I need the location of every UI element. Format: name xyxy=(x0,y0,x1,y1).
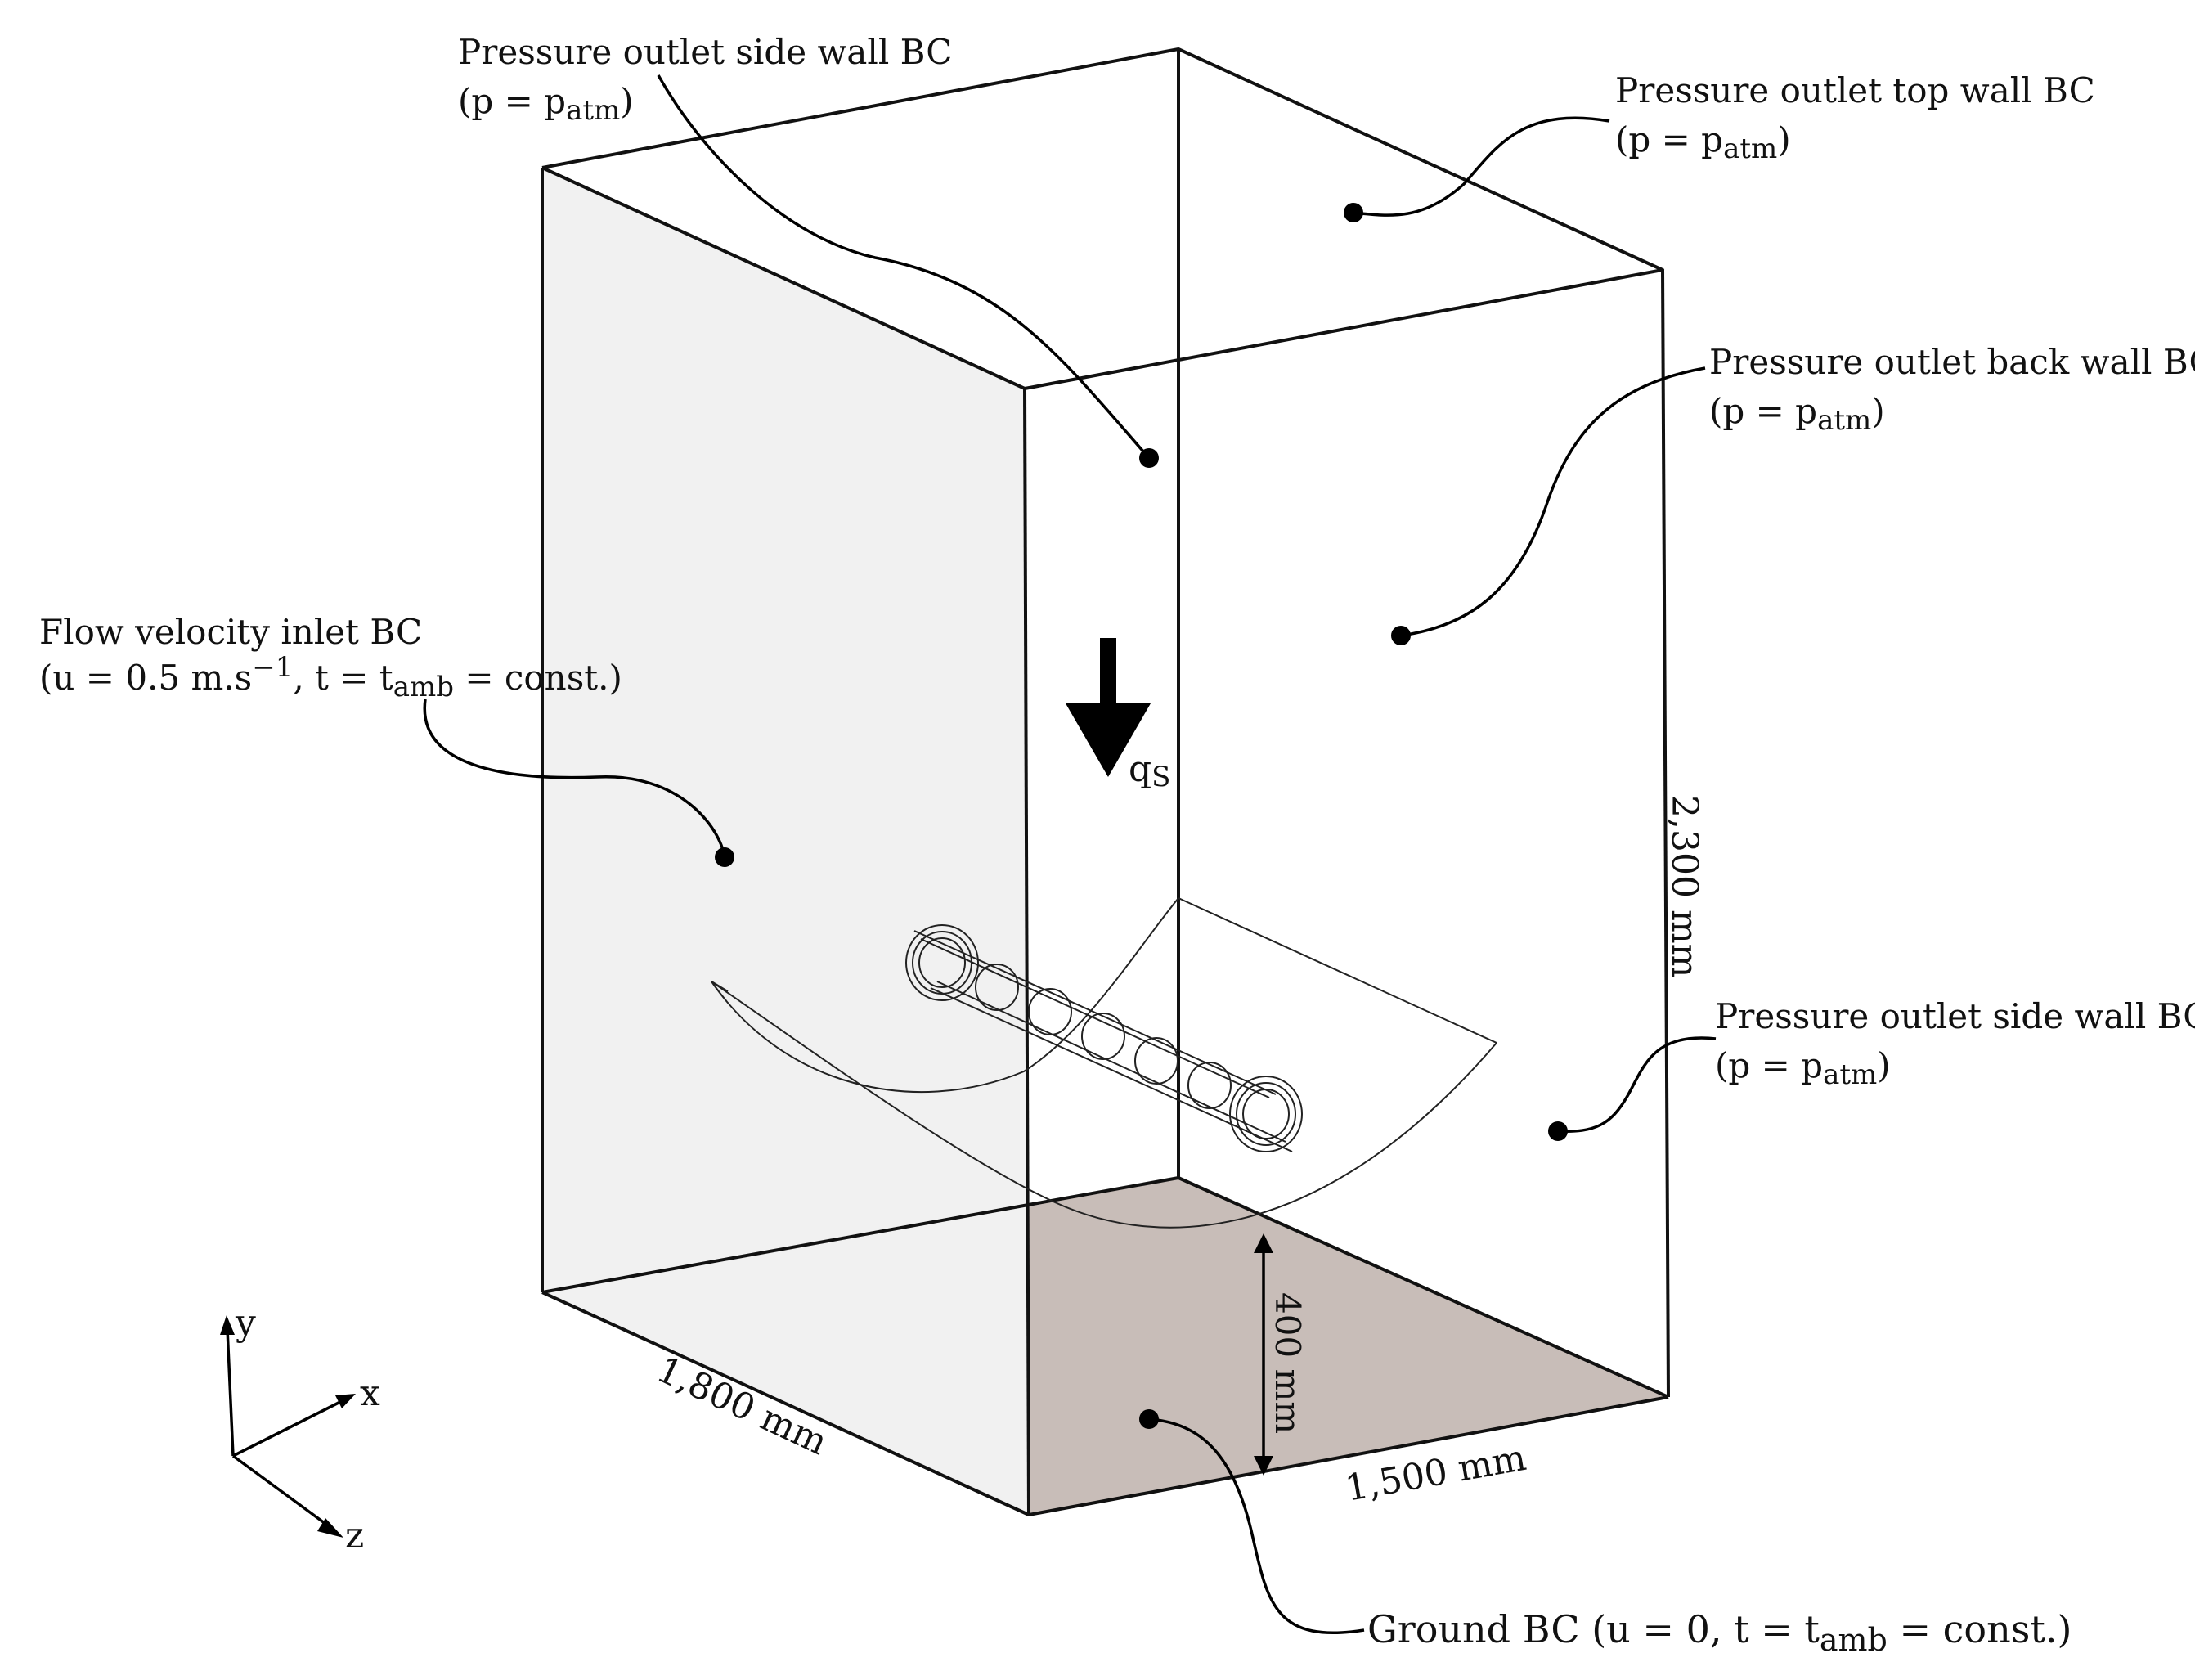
label-side-wall-right: Pressure outlet side wall BC (p = patm) xyxy=(1715,996,2195,1091)
coordinate-axes xyxy=(220,1315,356,1538)
leader-side-wall-right xyxy=(1548,1036,1717,1141)
label-side-wall-top: Pressure outlet side wall BC (p = patm) xyxy=(458,32,952,127)
label-top-wall: Pressure outlet top wall BC (p = patm) xyxy=(1615,70,2095,165)
svg-text:Pressure outlet side wall BC: Pressure outlet side wall BC xyxy=(1715,996,2195,1036)
svg-text:(u = 0.5 m.s−1, t = tamb = con: (u = 0.5 m.s−1, t = tamb = const.) xyxy=(39,651,622,703)
svg-text:(p = patm): (p = patm) xyxy=(1715,1045,1891,1091)
svg-text:Pressure outlet top wall BC: Pressure outlet top wall BC xyxy=(1615,70,2095,110)
height-dimension-label: 2,300 mm xyxy=(1663,795,1705,977)
solar-flux-label: qS xyxy=(1129,748,1170,793)
svg-text:(p = patm): (p = patm) xyxy=(1709,391,1885,437)
leader-back-wall xyxy=(1391,366,1706,645)
axis-z-label: z xyxy=(345,1515,364,1556)
svg-text:Flow velocity inlet BC: Flow velocity inlet BC xyxy=(39,612,422,652)
svg-text:(p = patm): (p = patm) xyxy=(458,81,634,127)
label-inlet: Flow velocity inlet BC (u = 0.5 m.s−1, t… xyxy=(39,612,622,703)
svg-text:(p = patm): (p = patm) xyxy=(1615,119,1791,165)
label-back-wall: Pressure outlet back wall BC (p = patm) xyxy=(1709,342,2195,437)
axis-x-label: x xyxy=(360,1372,380,1414)
solar-flux-arrow xyxy=(1066,638,1151,777)
inlet-wall-face xyxy=(542,168,1029,1515)
domain-box xyxy=(541,47,1670,1516)
absorber-tube xyxy=(905,924,1303,1152)
leader-top-wall xyxy=(1344,116,1610,222)
clearance-label: 400 mm xyxy=(1268,1292,1308,1434)
parabolic-trough xyxy=(711,897,1497,1229)
leader-ground xyxy=(1139,1409,1365,1635)
label-ground: Ground BC (u = 0, t = tamb = const.) xyxy=(1367,1607,2072,1658)
svg-text:Pressure outlet side wall BC: Pressure outlet side wall BC xyxy=(458,32,952,72)
leader-inlet xyxy=(423,699,734,867)
axis-y-label: y xyxy=(235,1302,256,1344)
svg-text:Ground BC (u = 0, t = tamb = c: Ground BC (u = 0, t = tamb = const.) xyxy=(1367,1607,2072,1658)
leader-side-wall-top xyxy=(657,74,1159,468)
clearance-dimension xyxy=(1254,1233,1273,1476)
svg-text:Pressure outlet back wall BC: Pressure outlet back wall BC xyxy=(1709,342,2195,382)
